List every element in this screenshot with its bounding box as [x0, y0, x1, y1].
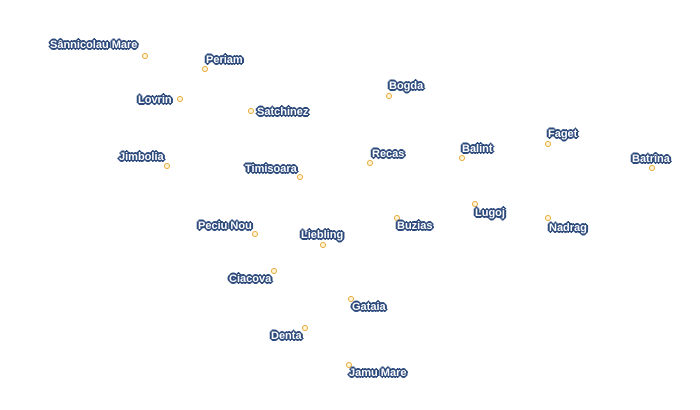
city-marker-icon	[297, 174, 303, 180]
place-label: Faget	[548, 128, 578, 140]
city-marker-icon	[320, 242, 326, 248]
city-marker-icon	[459, 155, 465, 161]
city-marker-icon	[177, 96, 183, 102]
city-marker-icon	[394, 215, 400, 221]
place-label: Jamu Mare	[349, 367, 407, 379]
place-label: Gataia	[352, 301, 386, 313]
place-label: Recas	[372, 148, 405, 160]
city-marker-icon	[164, 163, 170, 169]
place-label: Timisoara	[245, 163, 297, 175]
city-marker-icon	[142, 53, 148, 59]
city-marker-icon	[472, 201, 478, 207]
city-marker-icon	[545, 215, 551, 221]
city-marker-icon	[348, 296, 354, 302]
place-label: Batrîna	[632, 153, 670, 165]
place-label: Balint	[462, 143, 493, 155]
city-marker-icon	[271, 268, 277, 274]
place-label: Satchinez	[257, 106, 309, 118]
place-label: Lovrin	[138, 94, 172, 106]
place-label: Jimbolia	[119, 151, 164, 163]
city-marker-icon	[202, 66, 208, 72]
place-label: Nadrag	[549, 222, 587, 234]
city-marker-icon	[367, 160, 373, 166]
city-marker-icon	[302, 325, 308, 331]
city-marker-icon	[346, 362, 352, 368]
city-marker-icon	[386, 93, 392, 99]
place-label: Periam	[206, 54, 243, 66]
place-label: Sânnicolau Mare	[50, 39, 138, 51]
place-label: Buzias	[397, 220, 433, 232]
place-label: Bogda	[389, 80, 424, 92]
place-label: Lugoj	[475, 207, 505, 219]
city-marker-icon	[248, 108, 254, 114]
place-label: Ciacova	[229, 273, 272, 285]
city-marker-icon	[545, 141, 551, 147]
place-label: Liebling	[301, 229, 344, 241]
city-marker-icon	[649, 165, 655, 171]
city-marker-icon	[252, 231, 258, 237]
place-label: Denta	[271, 330, 302, 342]
place-label: Peciu Nou	[198, 220, 252, 232]
